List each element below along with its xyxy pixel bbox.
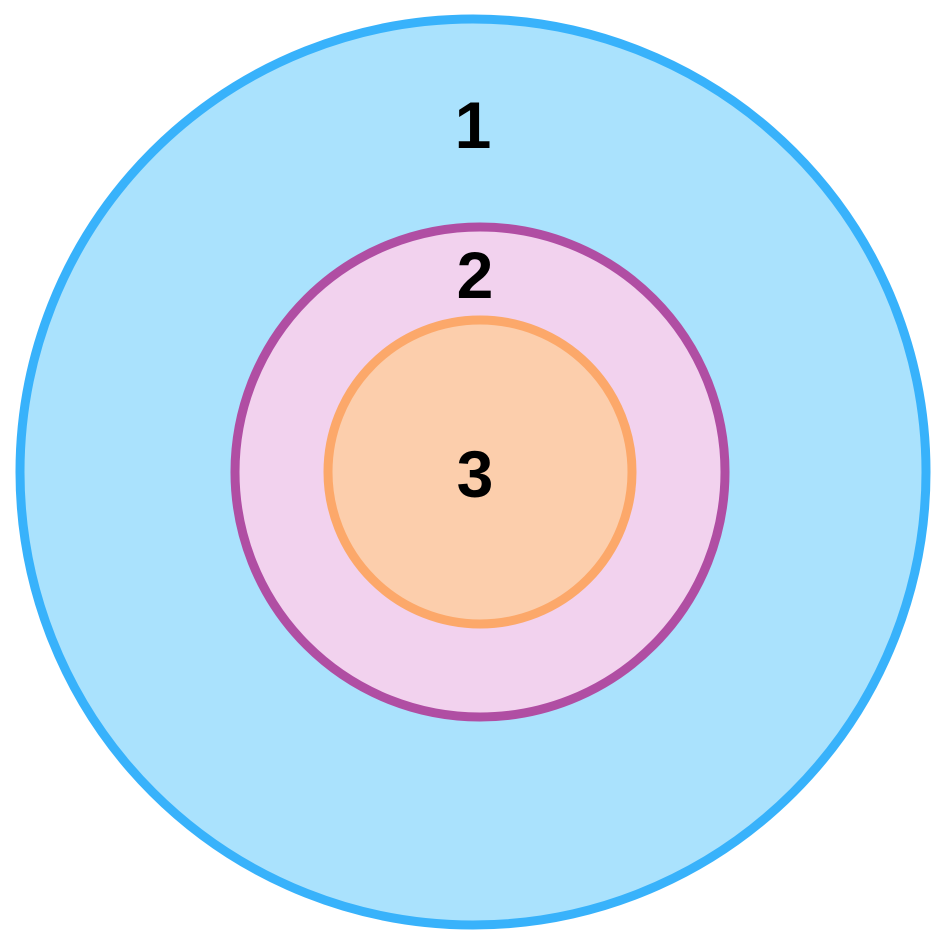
ring-inner: 3: [323, 315, 637, 629]
label-middle: 2: [457, 238, 494, 312]
label-outer: 1: [455, 88, 492, 162]
circle-inner: [323, 315, 637, 629]
label-inner: 3: [457, 437, 494, 511]
